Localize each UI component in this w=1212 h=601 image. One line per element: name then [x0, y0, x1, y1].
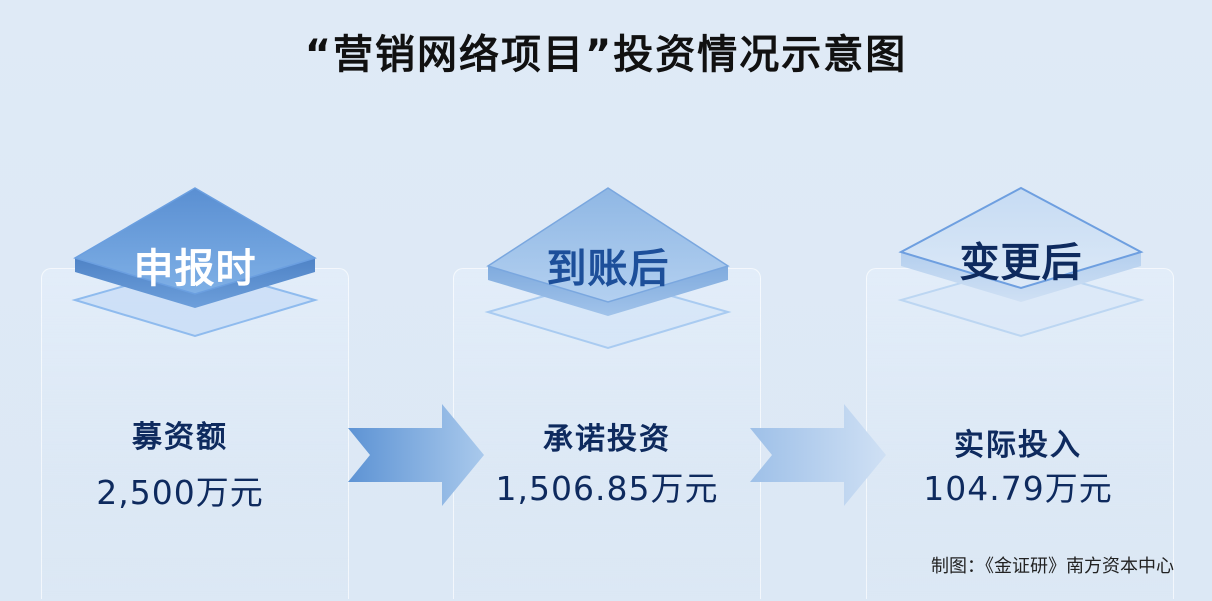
arrow-2-icon	[750, 404, 886, 506]
stage-label-2: 到账后	[546, 246, 670, 292]
source-credit: 制图：《金证研》南方资本中心	[931, 556, 1174, 577]
metric-value-3: 104.79万元	[923, 469, 1113, 508]
metric-label-3: 实际投入	[954, 428, 1082, 463]
page-title: “营销网络项目”投资情况示意图	[304, 32, 908, 78]
stage-diamond-1	[71, 187, 319, 338]
stage-diamond-2	[484, 187, 732, 350]
metric-value-2: 1,506.85万元	[495, 469, 719, 508]
metric-label-2: 承诺投资	[543, 422, 671, 457]
metric-value-1: 2,500万元	[96, 473, 264, 512]
stage-label-1: 申报时	[133, 246, 257, 292]
stage-label-3: 变更后	[959, 240, 1083, 286]
metric-label-1: 募资额	[132, 420, 228, 455]
arrow-1-icon	[348, 404, 484, 506]
stage-diamond-3	[897, 186, 1145, 338]
